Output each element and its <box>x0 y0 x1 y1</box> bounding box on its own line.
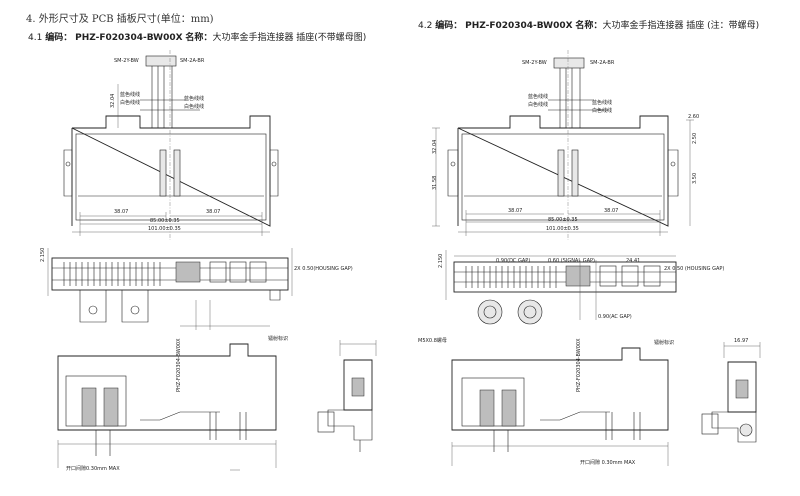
right-dim-top-r: 2.60 <box>688 114 699 120</box>
right-callout-blue: 蓝色线线 <box>528 93 548 100</box>
right-callout-brown: 蓝色线线 <box>592 99 612 106</box>
left-callout-blue: 蓝色线线 <box>120 91 140 98</box>
right-callout-wire-b: SM-2A-BR <box>590 60 615 66</box>
right-dim-left-v2: 31.58 <box>432 176 438 190</box>
right-name: 大功率金手指连接器 插座 (注：带螺母) <box>602 21 760 31</box>
right-top-view <box>445 250 677 325</box>
left-callout-white-r: 白色线线 <box>184 103 204 110</box>
right-code-prefix: 编码： <box>435 21 463 31</box>
right-dim-right-r: 2.50 <box>692 133 698 144</box>
right-bottom-view <box>451 347 669 466</box>
left-dim-overall: 101.00±0.35 <box>148 226 181 232</box>
section-title: 4. 外形尺寸及 PCB 插板尺寸(单位：mm) <box>26 14 214 25</box>
left-dim-height: 32.04 <box>110 94 116 108</box>
left-bottom-view <box>57 343 277 471</box>
left-top-view <box>47 248 293 330</box>
left-gap-note: 开口间隙0.30mm MAX <box>66 465 120 472</box>
right-code: PHZ-F020304-BW00X <box>465 21 573 31</box>
right-part-code: PHZ-F020304-BW00X <box>576 338 582 392</box>
left-dim-right-half: 38.07 <box>206 209 220 215</box>
right-dim-right-r2: 3.50 <box>692 173 698 184</box>
right-dim-right-half: 38.07 <box>604 208 618 214</box>
right-name-prefix: 名称： <box>575 21 603 31</box>
right-gap3: 24.41 <box>626 258 640 264</box>
left-subtitle: 4.1 编码： PHZ-F020304-BW00X 名称：大功率金手指连接器 插… <box>28 30 366 43</box>
left-side-view <box>317 340 377 452</box>
right-housing-gap: 2X 0.50 (HOUSING GAP) <box>664 266 724 272</box>
left-code: PHZ-F020304-BW00X <box>75 33 183 43</box>
right-dim-inner: 85.00±0.35 <box>548 217 578 223</box>
right-callout-white-r: 白色线线 <box>592 107 612 114</box>
left-callout-white: 白色线线 <box>120 99 140 106</box>
left-number: 4.1 <box>28 33 43 43</box>
right-side-width: 16.97 <box>734 338 748 344</box>
left-front-view <box>63 50 279 240</box>
left-housing-gap: 2X 0.50(HOUSING GAP) <box>294 266 353 272</box>
left-callout-wire-a: SM-2Y-BW <box>114 58 139 64</box>
right-dim-overall: 101.00±0.35 <box>546 226 579 232</box>
right-gap2: 0.60 (SIGNAL GAP) <box>548 258 595 264</box>
left-dim-inner: 85.00±0.35 <box>150 218 180 224</box>
left-name: 大功率金手指连接器 插座(不带螺母图) <box>212 33 367 43</box>
left-dim-left-half: 38.07 <box>114 209 128 215</box>
left-callout-brown: 蓝色线线 <box>184 95 204 102</box>
left-name-prefix: 名称： <box>185 33 213 43</box>
right-number: 4.2 <box>418 21 433 31</box>
left-code-prefix: 编码： <box>45 33 73 43</box>
right-gap-note: 开口间隙 0.30mm MAX <box>580 459 636 466</box>
right-subtitle: 4.2 编码： PHZ-F020304-BW00X 名称：大功率金手指连接器 插… <box>418 18 759 31</box>
right-dim-ld: 2.150 <box>438 254 444 268</box>
right-nut-callout: M5X0.8螺母 <box>418 337 447 344</box>
right-side-view <box>701 342 761 443</box>
right-gap4: 0.90(AC GAP) <box>598 314 632 320</box>
left-dim-ld: 2.150 <box>40 248 46 262</box>
right-front-view <box>432 50 694 240</box>
left-marking: 镭射标识 <box>268 335 288 342</box>
right-dim-left-half: 38.07 <box>508 208 522 214</box>
left-part-code: PHZ-F020304-BW00X <box>176 338 182 392</box>
right-callout-white: 白色线线 <box>528 101 548 108</box>
right-dim-left-v: 32.04 <box>432 140 438 154</box>
left-callout-wire-b: SM-2A-BR <box>180 58 205 64</box>
right-gap1: 0.90(DC GAP) <box>496 258 530 264</box>
right-callout-wire-a: SM-2Y-BW <box>522 60 547 66</box>
right-marking: 镭射标识 <box>654 339 674 346</box>
